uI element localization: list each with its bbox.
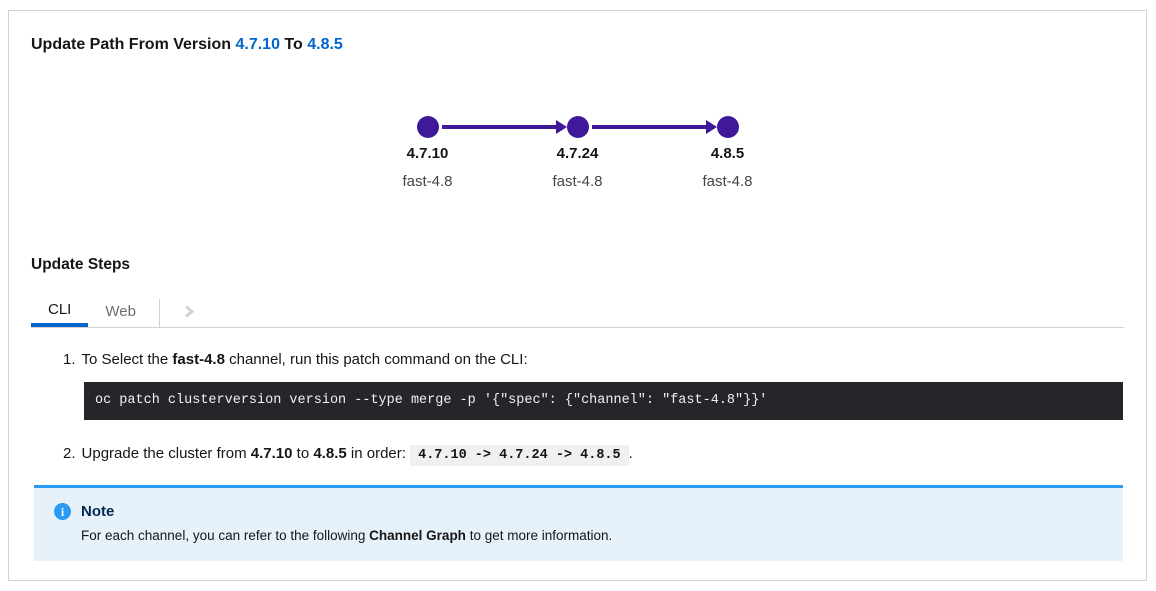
node-channel-label: fast-4.8 xyxy=(402,173,453,190)
node-version-label: 4.7.10 xyxy=(406,145,449,162)
note-text: For each channel, you can refer to the f… xyxy=(81,528,370,543)
step-number: 2. xyxy=(63,445,76,462)
info-note-alert: i Note For each channel, you can refer t… xyxy=(34,485,1123,561)
info-circle-icon: i xyxy=(54,503,71,520)
node-version-label: 4.8.5 xyxy=(710,145,745,162)
note-header: i Note xyxy=(54,503,1107,520)
step-text: in order: xyxy=(346,445,411,462)
note-body: For each channel, you can refer to the f… xyxy=(81,528,1107,543)
upgrade-order-code: 4.7.10 -> 4.7.24 -> 4.8.5 xyxy=(410,445,629,466)
version-node-dot xyxy=(716,116,739,138)
step-2: 2. Upgrade the cluster from 4.7.10 to 4.8… xyxy=(63,445,1146,466)
page-title: Update Path From Version 4.7.10 To 4.8.5 xyxy=(31,36,1124,54)
to-version-link[interactable]: 4.8.5 xyxy=(307,36,343,53)
patch-command-codeblock: oc patch clusterversion version --type m… xyxy=(84,382,1123,420)
step-text: channel, run this patch command on the C… xyxy=(224,351,528,368)
chevron-right-icon xyxy=(185,305,195,318)
step-text: Upgrade the cluster from xyxy=(81,445,251,462)
steps-tab-bar: CLI Web xyxy=(31,296,1124,328)
channel-name: fast-4.8 xyxy=(172,351,225,368)
step-text: to xyxy=(292,445,314,462)
graph-node: 4.7.24 fast-4.8 xyxy=(503,116,653,190)
tab-web[interactable]: Web xyxy=(105,303,136,320)
step-number: 1. xyxy=(63,351,76,368)
version-node-dot xyxy=(416,116,439,138)
tab-divider xyxy=(158,299,160,327)
version-node-dot xyxy=(566,116,589,138)
update-steps-heading: Update Steps xyxy=(31,256,131,273)
graph-node: 4.7.10 fast-4.8 xyxy=(353,116,503,190)
graph-node: 4.8.5 fast-4.8 xyxy=(653,116,803,190)
step-text: . xyxy=(628,445,633,462)
update-path-panel: Update Path From Version 4.7.10 To 4.8.5… xyxy=(8,10,1147,581)
from-version: 4.7.10 xyxy=(250,445,293,462)
to-version: 4.8.5 xyxy=(313,445,347,462)
node-channel-label: fast-4.8 xyxy=(552,173,603,190)
update-steps-list: 1. To Select the fast-4.8 channel, run th… xyxy=(63,351,1146,466)
update-path-graph: 4.7.10 fast-4.8 4.7.24 fast-4.8 4.8.5 fa… xyxy=(353,116,803,196)
note-title: Note xyxy=(81,503,115,520)
node-channel-label: fast-4.8 xyxy=(702,173,753,190)
tab-scroll-right-button[interactable] xyxy=(166,296,214,327)
channel-graph-label: Channel Graph xyxy=(369,528,466,543)
edge-arrow-icon xyxy=(441,120,567,134)
from-version-link[interactable]: 4.7.10 xyxy=(235,36,280,53)
note-text: to get more information. xyxy=(465,528,613,543)
tab-cli[interactable]: CLI xyxy=(31,296,89,327)
step-1: 1. To Select the fast-4.8 channel, run th… xyxy=(63,351,1146,369)
title-middle: To xyxy=(279,36,308,53)
node-version-label: 4.7.24 xyxy=(556,145,599,162)
step-text: To Select the xyxy=(81,351,173,368)
edge-arrow-icon xyxy=(591,120,717,134)
title-prefix: Update Path From Version xyxy=(31,36,236,53)
